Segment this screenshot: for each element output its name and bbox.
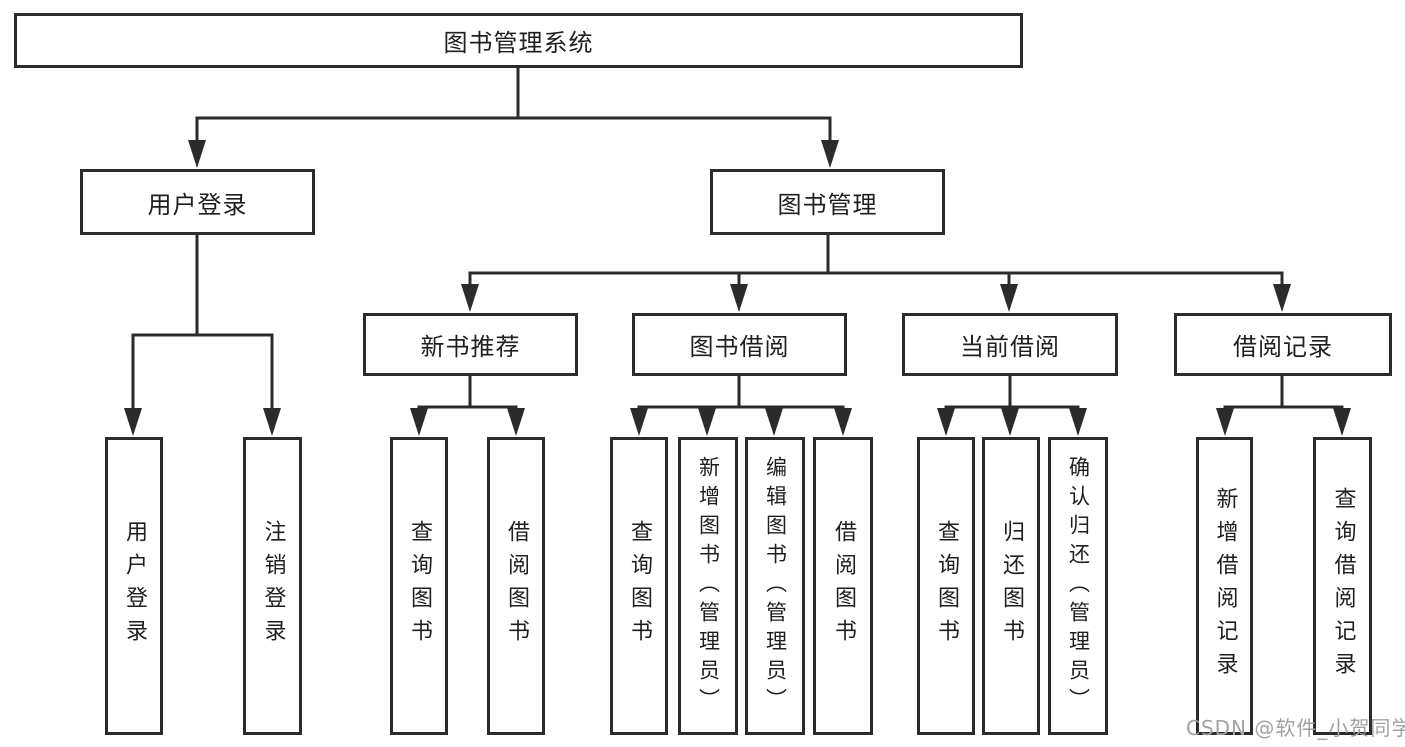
- leaf-borrow-books-recommend: 借阅图书: [487, 437, 545, 735]
- leaf-query-books-current: 查询图书: [917, 437, 975, 735]
- leaf-label: 查询借阅记录: [1330, 487, 1356, 685]
- node-new-book-recommend: 新书推荐: [363, 313, 578, 376]
- leaf-label: 借阅图书: [831, 520, 856, 652]
- leaf-label: 借阅图书: [504, 520, 529, 652]
- leaf-borrow-books: 借阅图书: [813, 437, 873, 735]
- node-label: 借阅记录: [1233, 333, 1333, 361]
- leaf-user-login: 用户登录: [105, 437, 163, 735]
- leaf-label: 确认归还（管理员）: [1066, 455, 1091, 717]
- leaf-add-book-admin: 新增图书（管理员）: [678, 437, 738, 735]
- node-label: 新书推荐: [420, 333, 521, 361]
- node-label: 用户登录: [147, 190, 248, 219]
- leaf-confirm-return-admin: 确认归还（管理员）: [1048, 437, 1108, 735]
- node-book-borrow: 图书借阅: [632, 313, 847, 376]
- node-label: 图书借阅: [689, 333, 790, 361]
- arrowheads: [124, 140, 1351, 436]
- leaf-label: 查询图书: [627, 520, 652, 652]
- node-book-management: 图书管理: [710, 169, 945, 235]
- node-system-root: 图书管理系统: [14, 13, 1023, 68]
- node-borrow-records: 借阅记录: [1174, 313, 1392, 376]
- node-label: 当前借阅: [960, 333, 1060, 361]
- leaf-label: 编辑图书（管理员）: [763, 455, 788, 717]
- leaf-return-books: 归还图书: [982, 437, 1040, 735]
- connector-lines: [131, 66, 1344, 416]
- node-label: 图书管理: [777, 190, 878, 219]
- leaf-label: 新增借阅记录: [1212, 487, 1238, 685]
- leaf-logout: 注销登录: [243, 437, 302, 735]
- leaf-add-borrow-record: 新增借阅记录: [1196, 437, 1253, 735]
- leaf-label: 查询图书: [934, 520, 959, 652]
- leaf-edit-book-admin: 编辑图书（管理员）: [745, 437, 805, 735]
- node-user-login: 用户登录: [80, 169, 315, 235]
- leaf-label: 注销登录: [260, 520, 286, 652]
- leaf-query-books-recommend: 查询图书: [390, 437, 448, 735]
- node-label: 图书管理系统: [443, 29, 594, 57]
- leaf-label: 新增图书（管理员）: [696, 455, 721, 717]
- leaf-query-books-borrow: 查询图书: [610, 437, 668, 735]
- leaf-label: 查询图书: [407, 520, 432, 652]
- leaf-label: 归还图书: [999, 520, 1024, 652]
- node-current-borrow: 当前借阅: [902, 313, 1118, 376]
- leaf-query-borrow-record: 查询借阅记录: [1313, 437, 1372, 735]
- leaf-label: 用户登录: [122, 520, 147, 652]
- csdn-watermark: CSDN @软件_小贺同学: [1186, 716, 1405, 740]
